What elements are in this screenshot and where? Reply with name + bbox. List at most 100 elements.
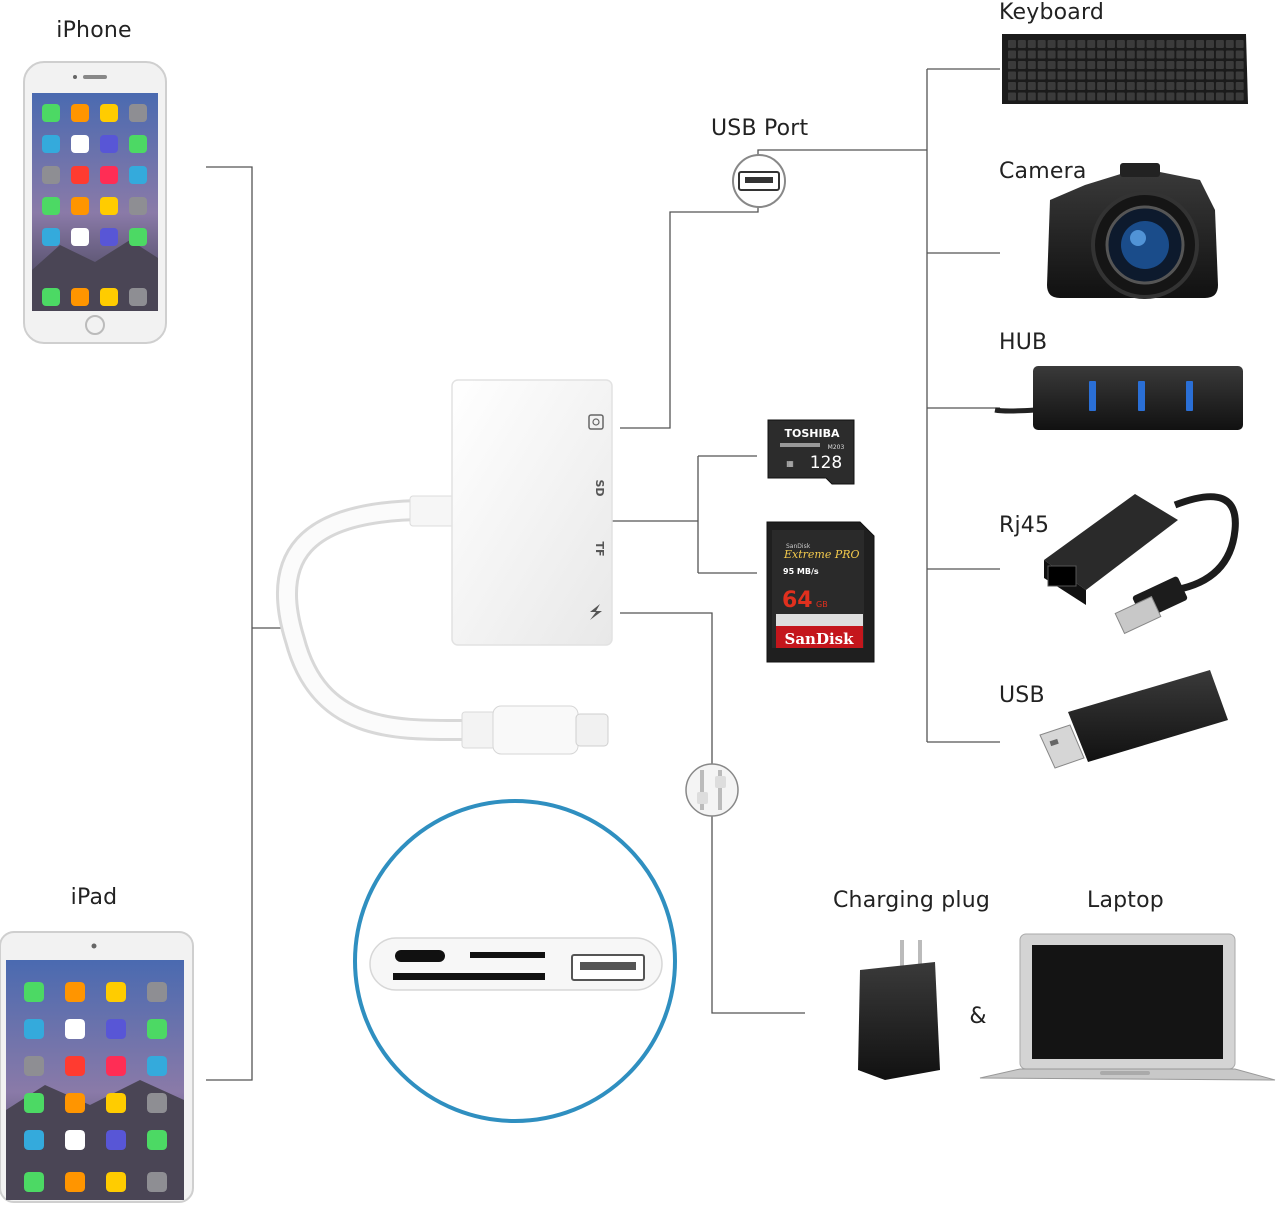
keyboard-key bbox=[1186, 71, 1195, 80]
app-icon bbox=[106, 1019, 126, 1039]
keyboard-key bbox=[1047, 82, 1056, 90]
app-icon bbox=[100, 197, 118, 215]
keyboard-key bbox=[1196, 82, 1205, 90]
app-icon bbox=[42, 197, 60, 215]
keyboard-key bbox=[1107, 40, 1115, 48]
keyboard-key bbox=[1097, 71, 1106, 80]
keyboard-key bbox=[1126, 50, 1135, 59]
dock-app-icon bbox=[129, 288, 147, 306]
keyboard-key bbox=[1057, 82, 1066, 90]
keyboard-key bbox=[1146, 92, 1155, 101]
keyboard-key bbox=[1116, 40, 1125, 48]
keyboard-key bbox=[1186, 61, 1195, 69]
keyboard-key bbox=[1206, 71, 1214, 80]
app-icon bbox=[65, 1130, 85, 1150]
keyboard-key bbox=[1077, 40, 1086, 48]
dock-app-icon bbox=[65, 1172, 85, 1192]
keyboard-key bbox=[1186, 92, 1195, 101]
keyboard-key bbox=[1136, 92, 1145, 101]
iphone-device bbox=[23, 61, 167, 344]
keyboard-key bbox=[1225, 61, 1234, 69]
keyboard-key bbox=[1037, 61, 1046, 69]
keyboard-key bbox=[1097, 82, 1106, 90]
keyboard-key bbox=[1156, 50, 1165, 59]
keyboard-key bbox=[1235, 82, 1244, 90]
sd-line: Extreme PRO bbox=[783, 548, 860, 561]
keyboard-key bbox=[1136, 71, 1145, 80]
app-icon bbox=[129, 228, 147, 246]
app-icon bbox=[100, 135, 118, 153]
keyboard-key bbox=[1136, 40, 1145, 48]
keyboard-key bbox=[1097, 92, 1106, 101]
card-bracket-line bbox=[612, 455, 757, 574]
keyboard-key bbox=[1107, 82, 1115, 90]
keyboard-key bbox=[1206, 92, 1214, 101]
app-icon bbox=[147, 1093, 167, 1113]
app-icon bbox=[147, 982, 167, 1002]
usb-port-label: USB Port bbox=[711, 116, 809, 141]
dock-app-icon bbox=[42, 288, 60, 306]
sd-brand: SanDisk bbox=[784, 630, 854, 648]
keyboard-key bbox=[1235, 71, 1244, 80]
keyboard-key bbox=[1116, 71, 1125, 80]
charging-plug-image bbox=[858, 940, 940, 1080]
keyboard-key bbox=[1087, 50, 1096, 59]
keyboard-key bbox=[1057, 40, 1066, 48]
app-icon bbox=[71, 197, 89, 215]
keyboard-key bbox=[1126, 71, 1135, 80]
keyboard-key bbox=[1156, 82, 1165, 90]
keyboard-key bbox=[1146, 82, 1155, 90]
app-icon bbox=[71, 228, 89, 246]
usb-label: USB bbox=[999, 683, 1045, 708]
dock-app-icon bbox=[106, 1172, 126, 1192]
app-icon bbox=[71, 166, 89, 184]
keyboard-key bbox=[1008, 92, 1016, 101]
rj45-label: Rj45 bbox=[999, 513, 1050, 538]
keyboard-key bbox=[1156, 92, 1165, 101]
keyboard-key bbox=[1215, 40, 1224, 48]
keyboard-key bbox=[1215, 82, 1224, 90]
ipad-label: iPad bbox=[70, 885, 118, 910]
dock-app-icon bbox=[71, 288, 89, 306]
keyboard-key bbox=[1027, 40, 1036, 48]
keyboard-key bbox=[1017, 71, 1026, 80]
keyboard-key bbox=[1136, 50, 1145, 59]
keyboard-key bbox=[1196, 50, 1205, 59]
app-icon bbox=[65, 1019, 85, 1039]
keyboard-key bbox=[1047, 50, 1056, 59]
keyboard-key bbox=[1017, 40, 1026, 48]
keyboard-key bbox=[1156, 71, 1165, 80]
keyboard-key bbox=[1027, 50, 1036, 59]
app-icon bbox=[65, 1056, 85, 1076]
keyboard-key bbox=[1077, 50, 1086, 59]
keyboard-key bbox=[1235, 61, 1244, 69]
sd-speed: 95 MB/s bbox=[783, 567, 819, 576]
keyboard-key bbox=[1077, 71, 1086, 80]
app-icon bbox=[71, 104, 89, 122]
keyboard-key bbox=[1057, 92, 1066, 101]
keyboard-key bbox=[1215, 50, 1224, 59]
app-icon bbox=[106, 1056, 126, 1076]
app-icon bbox=[24, 1019, 44, 1039]
app-icon bbox=[71, 135, 89, 153]
keyboard-key bbox=[1008, 82, 1016, 90]
app-icon bbox=[65, 1093, 85, 1113]
app-icon bbox=[106, 1130, 126, 1150]
keyboard-key bbox=[1196, 92, 1205, 101]
keyboard-key bbox=[1225, 92, 1234, 101]
keyboard-key bbox=[1215, 71, 1224, 80]
keyboard-key bbox=[1215, 92, 1224, 101]
app-icon bbox=[129, 197, 147, 215]
keyboard-key bbox=[1067, 61, 1076, 69]
microsd-card: TOSHIBA M203 128 ▦ bbox=[767, 419, 855, 485]
app-icon bbox=[100, 166, 118, 184]
keyboard-key bbox=[1206, 61, 1214, 69]
app-icon bbox=[24, 1130, 44, 1150]
keyboard-key bbox=[1235, 40, 1244, 48]
keyboard-key bbox=[1166, 92, 1175, 101]
app-icon bbox=[65, 982, 85, 1002]
keyboard-key bbox=[1126, 61, 1135, 69]
app-icon bbox=[42, 104, 60, 122]
keyboard-key bbox=[1146, 40, 1155, 48]
